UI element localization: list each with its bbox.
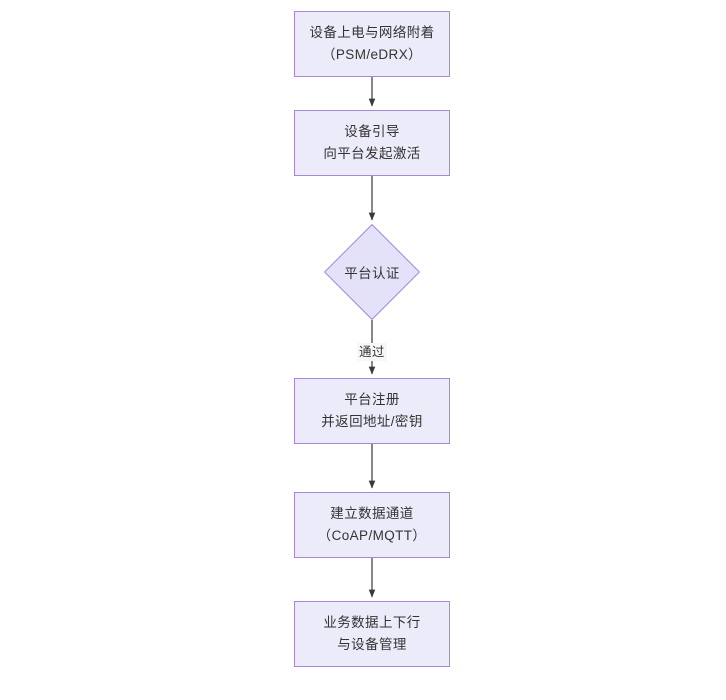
node-line: 建立数据通道 — [330, 506, 414, 521]
node-device-power-on[interactable]: 设备上电与网络附着 （PSM/eDRX） — [294, 11, 450, 77]
node-line: 设备上电与网络附着 — [309, 25, 435, 40]
node-line: 并返回地址/密钥 — [321, 414, 423, 429]
node-line: （PSM/eDRX） — [321, 47, 423, 62]
node-line: 平台认证 — [344, 266, 400, 281]
node-device-bootstrap[interactable]: 设备引导 向平台发起激活 — [294, 110, 450, 176]
node-line: 设备引导 — [344, 124, 400, 139]
node-line: 平台注册 — [344, 392, 400, 407]
node-line: 向平台发起激活 — [323, 146, 421, 161]
node-business-data-and-device-mgmt[interactable]: 业务数据上下行 与设备管理 — [294, 601, 450, 667]
node-line: （CoAP/MQTT） — [317, 528, 427, 543]
node-platform-auth-decision[interactable]: 平台认证 — [323, 223, 421, 321]
edge-label-pass: 通过 — [357, 343, 387, 361]
node-line: 业务数据上下行 — [323, 615, 421, 630]
node-establish-data-channel[interactable]: 建立数据通道 （CoAP/MQTT） — [294, 492, 450, 558]
node-line: 与设备管理 — [337, 637, 407, 652]
node-platform-register[interactable]: 平台注册 并返回地址/密钥 — [294, 378, 450, 444]
